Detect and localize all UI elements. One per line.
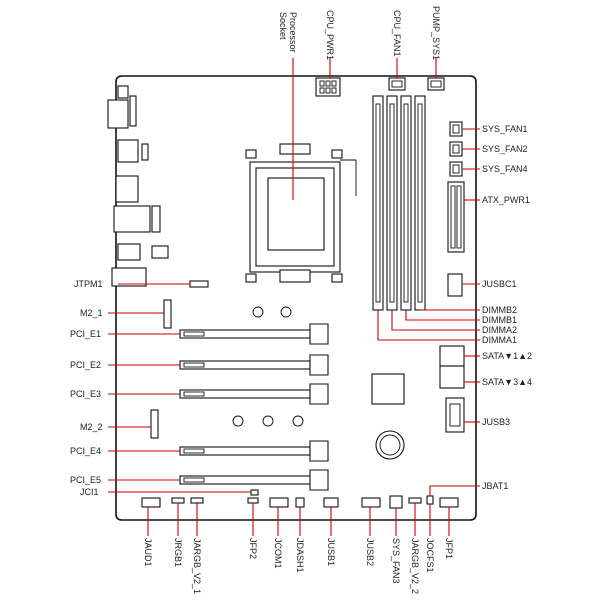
atx-pwr1-connector [447,181,465,253]
label-pci-e3: PCI_E3 [70,389,101,399]
cmos-battery-inner [379,434,401,456]
label-jci1: JCI1 [80,487,99,497]
jusbc1-connector [447,273,463,297]
board-outline [115,75,477,521]
label-dimma1: DIMMA1 [482,335,517,345]
label-jusbc1: JUSBC1 [482,279,517,289]
label-jfp1: JFP1 [444,538,454,559]
label-dimmb2: DIMMB2 [482,305,517,315]
rear-io [107,85,169,287]
label-pump-sys1: PUMP_SYS1 [431,6,441,60]
label-jtpm1: JTPM1 [74,279,103,289]
label-cpu-fan1: CPU_FAN1 [392,10,402,57]
right-labels: SYS_FAN1 SYS_FAN2 SYS_FAN4 ATX_PWR1 JUSB… [482,124,532,491]
label-jocfs1: JOCFS1 [425,538,435,573]
sata-connectors [439,345,465,389]
cpu-fan1-header [388,77,406,91]
label-cpu-pwr1: CPU_PWR1 [325,10,335,60]
label-sys-fan4: SYS_FAN4 [482,164,528,174]
label-jusb3: JUSB3 [482,417,510,427]
sys-fan1-header [449,121,463,137]
jci1-header [250,489,259,496]
pci-e1-slot [179,323,329,345]
top-labels: Processor Socket CPU_PWR1 CPU_FAN1 PUMP_… [278,6,441,60]
label-sata-1-2: SATA▼1▲2 [482,351,532,361]
label-dimma2: DIMMA2 [482,325,517,335]
label-jusb1: JUSB1 [326,538,336,566]
label-atx-pwr1: ATX_PWR1 [482,195,530,205]
label-pci-e4: PCI_E4 [70,446,101,456]
label-dimmb1: DIMMB1 [482,315,517,325]
m2-2-slot [150,409,159,439]
dimm-slots [372,95,426,311]
label-processor-socket-line1: Processor [288,12,298,53]
pump-sys1-header [427,77,445,91]
sys-fan2-header [449,141,463,157]
label-sata-3-4: SATA▼3▲4 [482,377,532,387]
label-m2-2: M2_2 [80,422,103,432]
bottom-labels: JAUD1 JRGB1 JARGB_V2_1 JFP2 JCOM1 JDASH1… [143,538,454,594]
label-sys-fan2: SYS_FAN2 [482,144,528,154]
label-pci-e2: PCI_E2 [70,360,101,370]
label-sys-fan3: SYS_FAN3 [391,538,401,584]
left-labels: JTPM1 M2_1 PCI_E1 PCI_E2 PCI_E3 M2_2 PCI… [70,279,103,497]
label-jargb-v2-2: JARGB_V2_2 [410,538,420,594]
label-jdash1: JDASH1 [295,538,305,573]
label-jrgb1: JRGB1 [173,538,183,567]
label-processor-socket-line2: Socket [278,12,288,40]
jusb3-header [445,397,465,433]
label-sys-fan1: SYS_FAN1 [482,124,528,134]
label-jbat1: JBAT1 [482,481,508,491]
m2-1-slot [163,299,172,329]
leader-lines [108,58,480,536]
sys-fan4-header [449,161,463,177]
label-jfp2: JFP2 [248,538,258,559]
chipset [371,373,405,405]
jtpm1-header [189,280,209,288]
label-m2-1: M2_1 [80,308,103,318]
label-pci-e1: PCI_E1 [70,329,101,339]
processor-socket [245,143,357,283]
cpu-pwr1-connector [315,77,341,97]
label-jcom1: JCOM1 [273,538,283,569]
label-jusb2: JUSB2 [365,538,375,566]
pci-e2-slot [179,354,329,376]
label-pci-e5: PCI_E5 [70,475,101,485]
pci-e4-slot [179,440,329,462]
label-jaud1: JAUD1 [143,538,153,567]
label-jargb-v2-1: JARGB_V2_1 [192,538,202,594]
mounting-holes [232,306,304,427]
